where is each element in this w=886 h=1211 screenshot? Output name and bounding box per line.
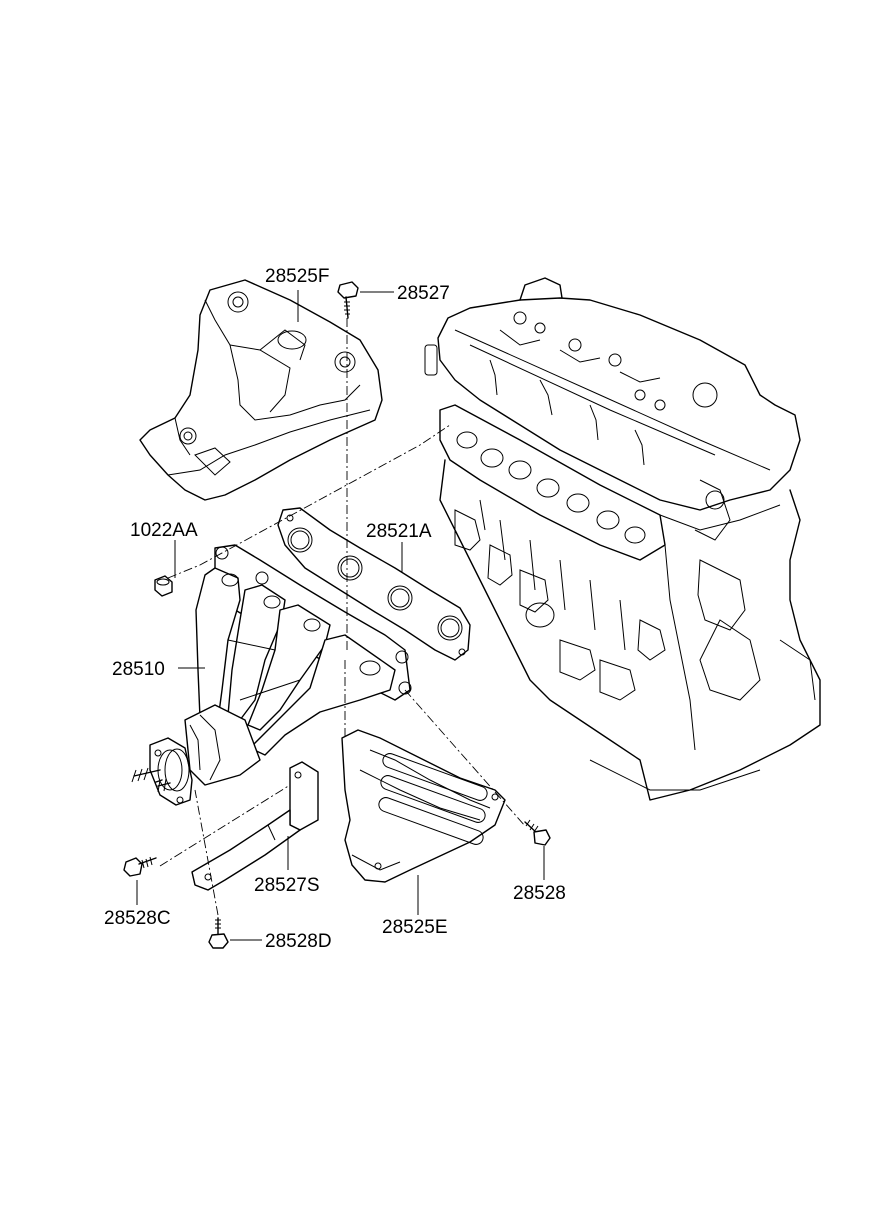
- manifold-gasket: [277, 507, 471, 661]
- bolt-28527: [337, 281, 359, 319]
- lower-heat-shield: [341, 729, 506, 883]
- upper-heat-shield: [139, 279, 383, 501]
- label-28521a: 28521A: [366, 521, 432, 542]
- label-28528c: 28528C: [104, 908, 171, 929]
- assembly-lines: [159, 318, 526, 916]
- label-28525f: 28525F: [265, 266, 329, 287]
- label-28527s: 28527S: [254, 875, 320, 896]
- bolt-28528c: [123, 856, 157, 877]
- label-28525e: 28525E: [382, 917, 448, 938]
- label-28527: 28527: [397, 283, 450, 304]
- label-28528d: 28528D: [265, 931, 332, 952]
- nut-1022aa: [154, 575, 173, 597]
- label-28528: 28528: [513, 883, 566, 904]
- bolt-28528: [524, 819, 551, 846]
- part-labels: 28525F 28527 1022AA 28521A 28510 28527S …: [104, 266, 566, 952]
- label-28510: 28510: [112, 659, 165, 680]
- label-1022aa: 1022AA: [130, 520, 198, 541]
- bracket-28527s: [191, 761, 319, 891]
- engine-block: [424, 277, 821, 801]
- bolt-28528d: [208, 917, 229, 949]
- exhaust-manifold: [131, 544, 412, 806]
- leader-lines: [136, 290, 545, 941]
